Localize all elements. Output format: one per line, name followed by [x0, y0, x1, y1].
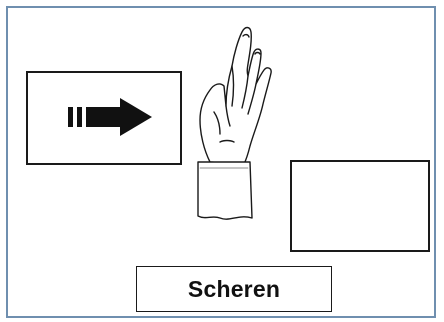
- diagram-frame: Scheren: [6, 6, 436, 318]
- gesture-label-box: Scheren: [136, 266, 332, 312]
- arrow-right-icon: [68, 98, 152, 136]
- gesture-label: Scheren: [187, 275, 281, 302]
- target-panel: [290, 160, 430, 252]
- hand-swipe-icon: [197, 26, 272, 220]
